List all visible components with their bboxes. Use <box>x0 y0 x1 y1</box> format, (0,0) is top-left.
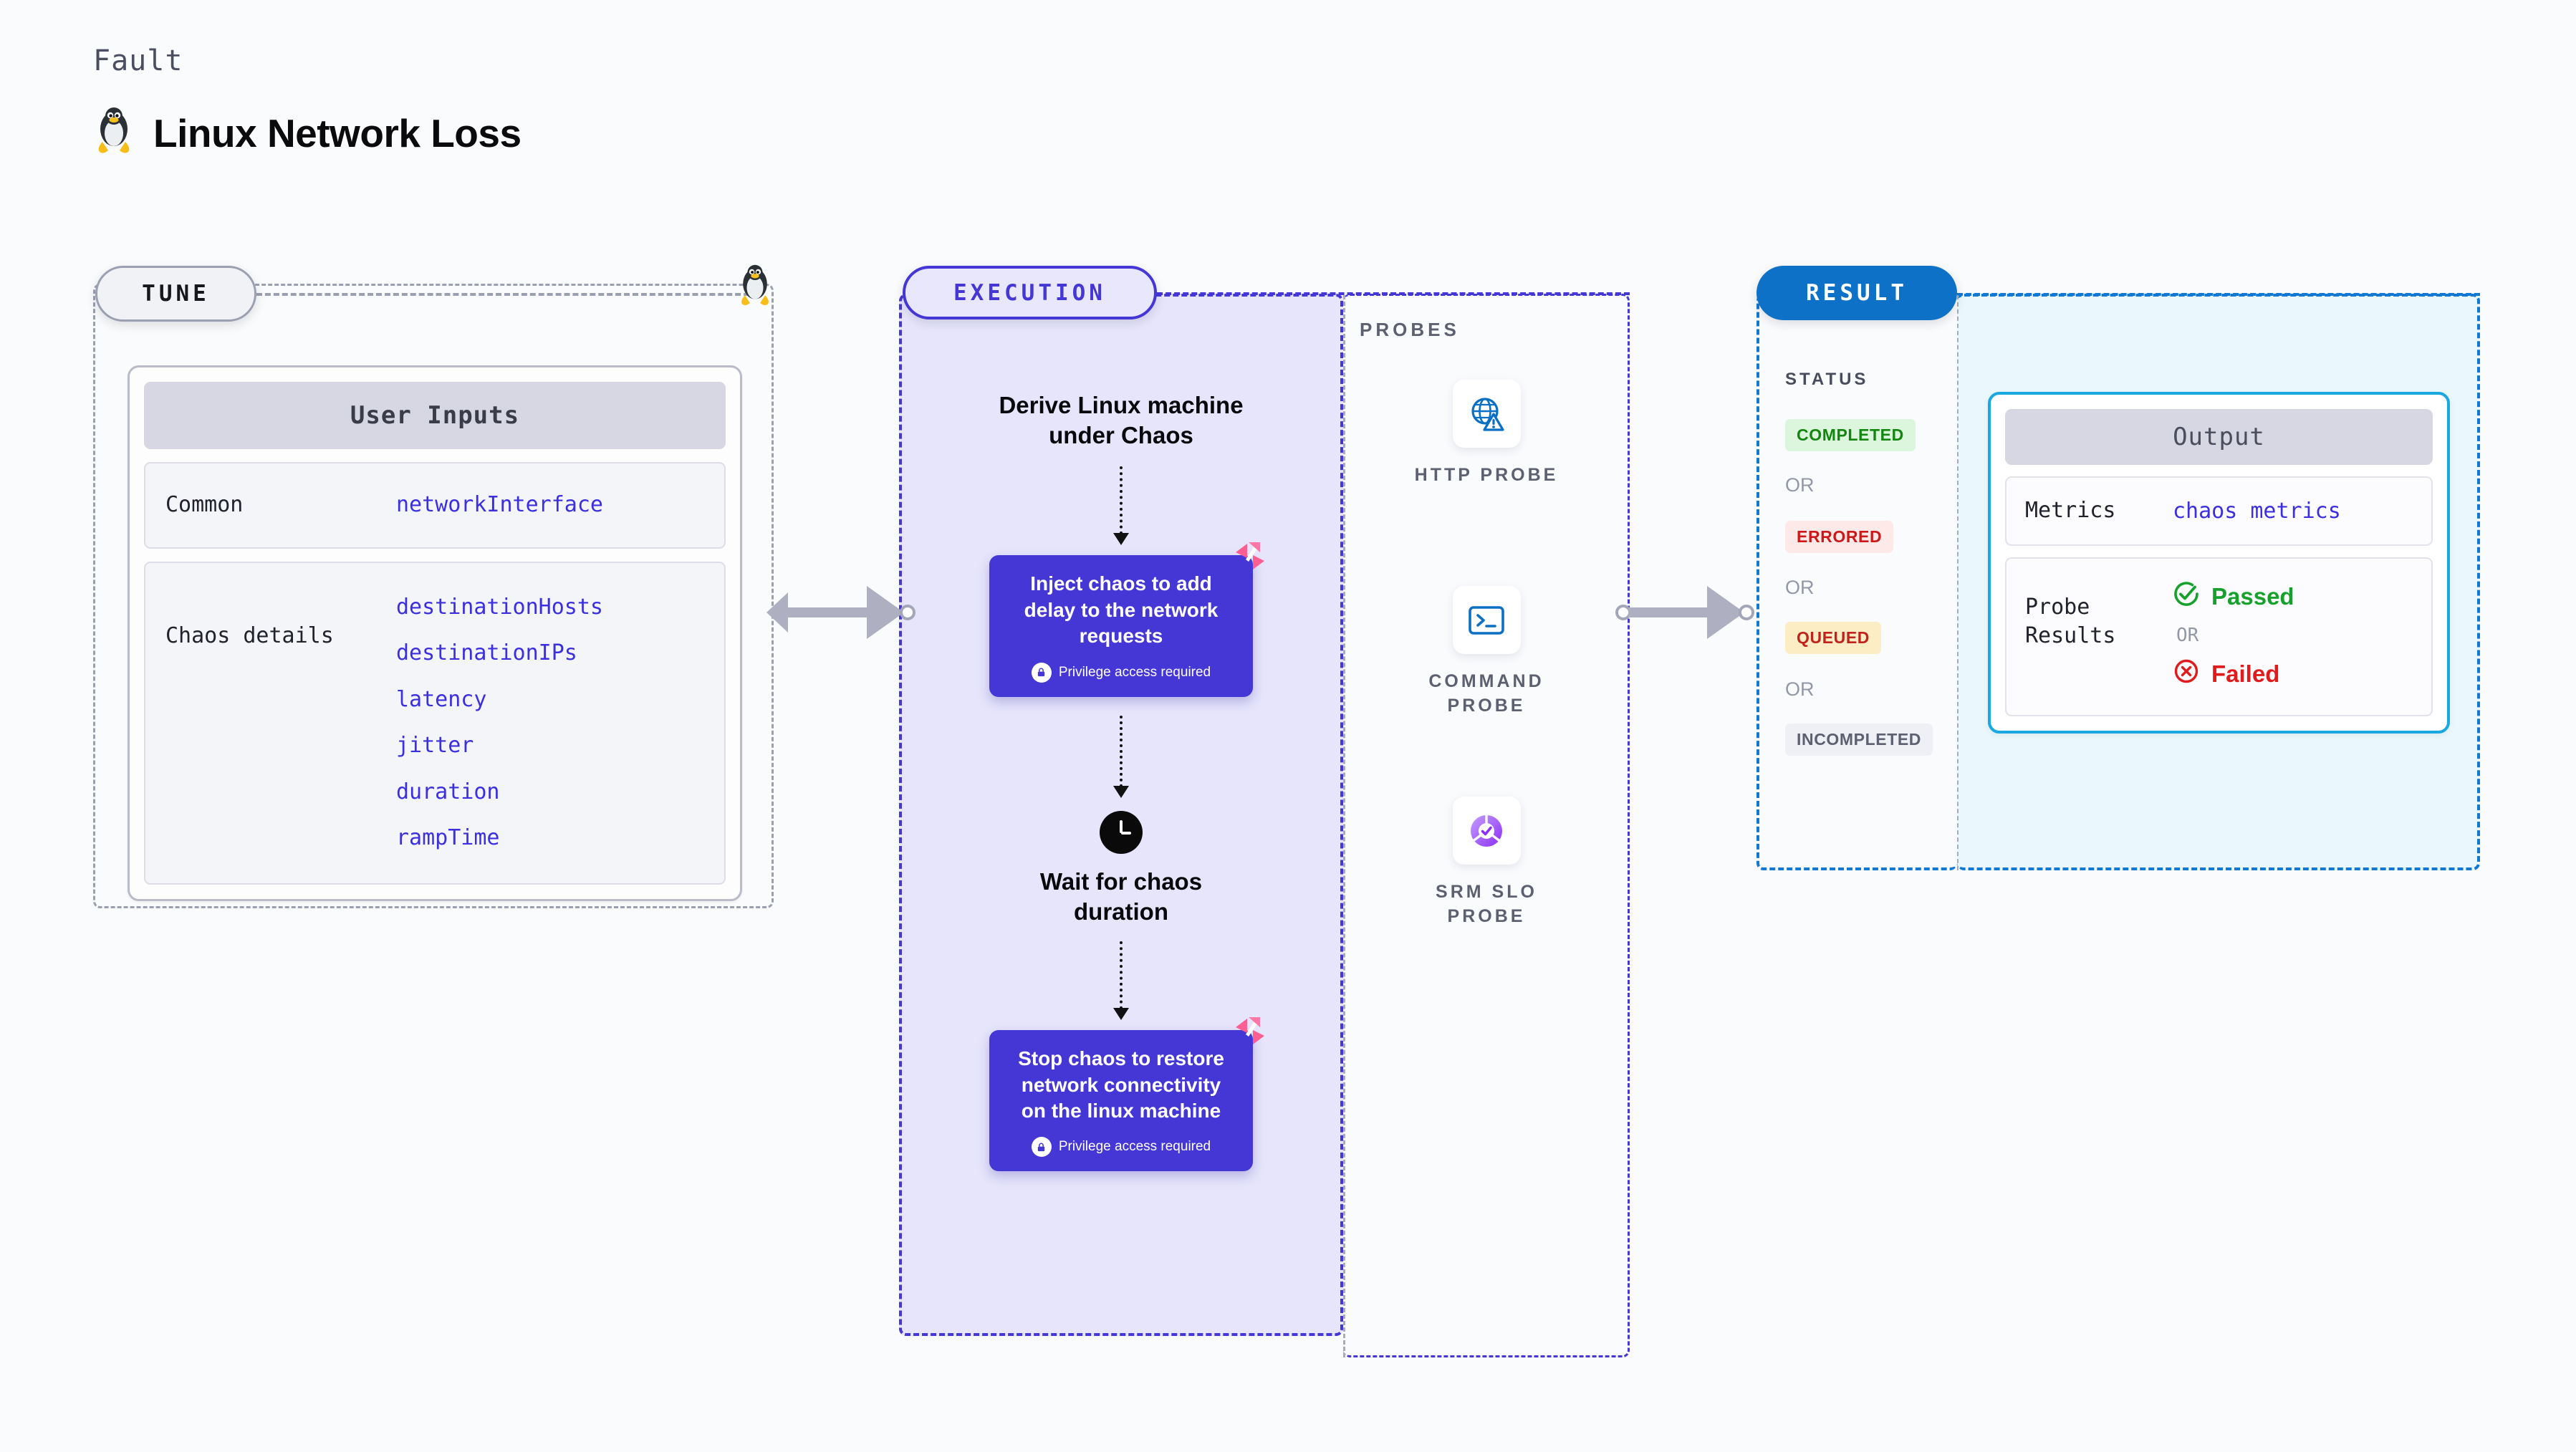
status-badge-completed: COMPLETED <box>1785 419 1916 451</box>
globe-warning-icon <box>1452 380 1521 448</box>
flow-line <box>1120 941 1123 1010</box>
output-row-metrics: Metrics chaos metrics <box>2005 476 2433 546</box>
page-title: Linux Network Loss <box>153 110 522 155</box>
eyebrow-label: Fault <box>93 44 183 77</box>
stop-chaos-text: Stop chaos to restore network connectivi… <box>1018 1047 1224 1122</box>
execution-flow: Derive Linux machine under Chaos Inject … <box>899 390 1343 1172</box>
probe-http[interactable]: HTTP PROBE <box>1343 380 1630 488</box>
flow-arrowhead <box>1113 1008 1129 1021</box>
input-row-values: destinationHosts destinationIPs latency … <box>396 585 603 862</box>
input-value[interactable]: duration <box>396 779 500 804</box>
connector-line <box>1628 607 1707 617</box>
input-value[interactable]: destinationHosts <box>396 594 603 620</box>
terminal-icon <box>1452 586 1521 654</box>
status-or-label: OR <box>1785 678 1815 700</box>
output-metrics-value[interactable]: chaos metrics <box>2173 498 2341 524</box>
privilege-label: Privilege access required <box>1058 1139 1211 1155</box>
input-row-values: networkInterface <box>396 482 603 529</box>
user-inputs-card: User Inputs Common networkInterface Chao… <box>128 365 742 901</box>
clock-icon <box>1100 810 1143 854</box>
connector-start-cap <box>766 592 788 633</box>
input-value[interactable]: latency <box>396 686 487 712</box>
x-circle-icon <box>2173 658 2200 691</box>
probe-label: SRM SLO PROBE <box>1436 882 1537 926</box>
probe-label: HTTP PROBE <box>1414 465 1559 485</box>
wait-step-title: Wait for chaos duration <box>1039 867 1203 925</box>
output-title: Output <box>2005 409 2433 465</box>
lock-icon <box>1031 662 1052 683</box>
tune-dashed-connector <box>256 293 758 296</box>
connector-execution-to-result <box>1615 586 1754 639</box>
verdict-failed: Failed <box>2173 658 2294 691</box>
harness-chaos-icon <box>1231 1013 1269 1054</box>
flow-line <box>1120 466 1123 535</box>
status-badge-errored: ERRORED <box>1785 521 1894 553</box>
status-or-label: OR <box>1785 474 1815 496</box>
execution-dashed-connector <box>1157 292 1630 295</box>
slo-donut-check-icon <box>1452 797 1521 865</box>
input-value[interactable]: jitter <box>396 733 474 758</box>
input-row-chaos-details: Chaos details destinationHosts destinati… <box>144 561 726 885</box>
result-dashed-connector <box>1957 293 2480 296</box>
flow-arrowhead <box>1113 533 1129 546</box>
page-title-row: Linux Network Loss <box>93 106 522 160</box>
result-divider <box>1957 295 1959 870</box>
connector-line <box>788 607 867 617</box>
input-value[interactable]: rampTime <box>396 825 500 850</box>
status-badge-queued: QUEUED <box>1785 622 1882 654</box>
status-badge-incompleted: INCOMPLETED <box>1785 723 1933 756</box>
input-value[interactable]: destinationIPs <box>396 640 577 665</box>
inject-chaos-text: Inject chaos to add delay to the network… <box>1024 572 1219 648</box>
flow-line <box>1120 715 1123 787</box>
connector-tune-to-execution <box>766 586 915 639</box>
verdict-passed-label: Passed <box>2211 582 2294 610</box>
linux-penguin-icon <box>736 264 774 312</box>
tune-stage-pill[interactable]: TUNE <box>95 266 256 322</box>
status-or-label: OR <box>1785 577 1815 598</box>
user-inputs-title: User Inputs <box>144 382 726 449</box>
probe-verdicts: Passed OR Failed <box>2173 580 2294 691</box>
harness-chaos-icon <box>1231 538 1269 579</box>
input-row-key: Chaos details <box>165 622 334 648</box>
page-header: Fault Linux Network Loss <box>93 44 522 160</box>
privilege-note: Privilege access required <box>1008 662 1234 683</box>
linux-penguin-icon <box>93 106 135 160</box>
privilege-note: Privilege access required <box>1008 1137 1234 1158</box>
probe-command[interactable]: COMMAND PROBE <box>1343 586 1630 718</box>
probes-section-label: PROBES <box>1360 319 1460 340</box>
input-row-common: Common networkInterface <box>144 462 726 549</box>
execution-stage-pill[interactable]: EXECUTION <box>903 266 1157 319</box>
probe-label: COMMAND PROBE <box>1428 671 1544 716</box>
privilege-label: Privilege access required <box>1058 664 1211 680</box>
verdict-passed: Passed <box>2173 580 2294 613</box>
connector-endpoint-dot <box>1739 605 1754 620</box>
output-row-probe-results: Probe Results Passed OR <box>2005 557 2433 716</box>
derive-step-title: Derive Linux machine under Chaos <box>999 392 1244 449</box>
verdict-failed-label: Failed <box>2211 660 2280 687</box>
flow-arrowhead <box>1113 785 1129 798</box>
probe-srm-slo[interactable]: SRM SLO PROBE <box>1343 797 1630 929</box>
check-circle-icon <box>2173 580 2200 613</box>
output-row-key: Metrics <box>2025 498 2116 523</box>
result-stage-pill[interactable]: RESULT <box>1756 266 1957 320</box>
verdict-or-label: OR <box>2176 624 2199 646</box>
wait-step: Wait for chaos duration <box>899 810 1343 927</box>
lock-icon <box>1031 1137 1052 1158</box>
status-section-label: STATUS <box>1785 370 1869 389</box>
connector-arrowhead <box>1707 586 1744 639</box>
connector-arrowhead <box>867 586 904 639</box>
probes-divider <box>1343 295 1345 1357</box>
inject-chaos-card[interactable]: Inject chaos to add delay to the network… <box>989 542 1264 697</box>
connector-endpoint-dot <box>900 605 915 620</box>
result-status-panel <box>1756 294 1957 870</box>
output-card: Output Metrics chaos metrics Probe Resul… <box>1988 392 2450 734</box>
output-row-key: Probe Results <box>2025 594 2116 649</box>
stop-chaos-card[interactable]: Stop chaos to restore network connectivi… <box>989 1017 1264 1172</box>
input-row-key: Common <box>165 492 244 517</box>
input-value[interactable]: networkInterface <box>396 492 603 517</box>
